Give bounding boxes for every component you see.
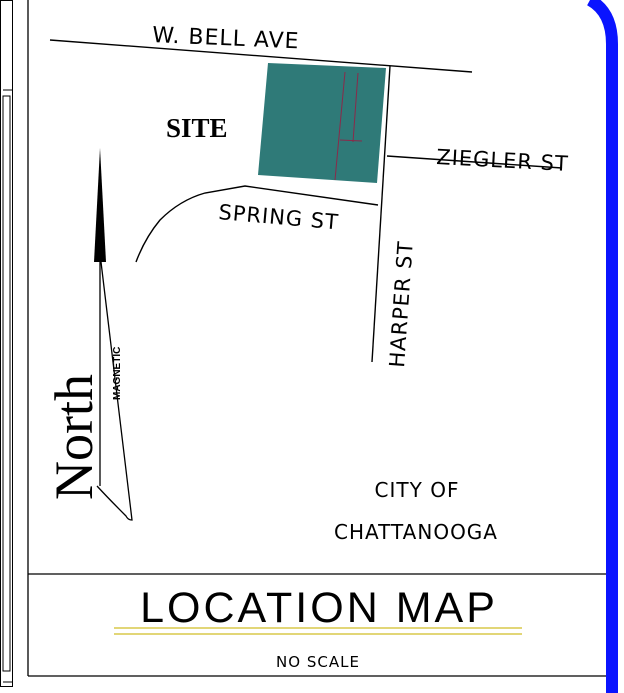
north-arrow	[94, 148, 133, 521]
magnetic-needle	[96, 261, 133, 521]
title-underline	[114, 627, 522, 635]
accent-border	[586, 0, 618, 693]
site-parcel	[258, 63, 386, 183]
site-area	[258, 63, 386, 183]
site-label: SITE	[166, 113, 228, 143]
left-frame-strip	[0, 0, 13, 687]
city-label-line1: CITY OF	[375, 478, 460, 502]
spring-st-road	[135, 185, 379, 263]
label-harper-st: HARPER ST	[385, 240, 418, 368]
north-arrow-head	[94, 148, 106, 262]
bell-ave-road	[49, 39, 473, 73]
label-ziegler-st: ZIEGLER ST	[436, 145, 570, 176]
harper-st-road	[371, 65, 391, 363]
map-title: LOCATION MAP	[140, 584, 498, 632]
label-spring-st: SPRING ST	[218, 200, 340, 234]
ziegler-st-road	[386, 155, 563, 169]
scale-note: NO SCALE	[276, 653, 360, 671]
map-frame	[27, 0, 612, 677]
magnetic-label: MAGNETIC	[112, 347, 123, 400]
parcel-lines	[334, 71, 363, 181]
city-label-line2: CHATTANOOGA	[334, 520, 498, 544]
streets	[49, 39, 563, 363]
north-label: North	[44, 374, 104, 500]
